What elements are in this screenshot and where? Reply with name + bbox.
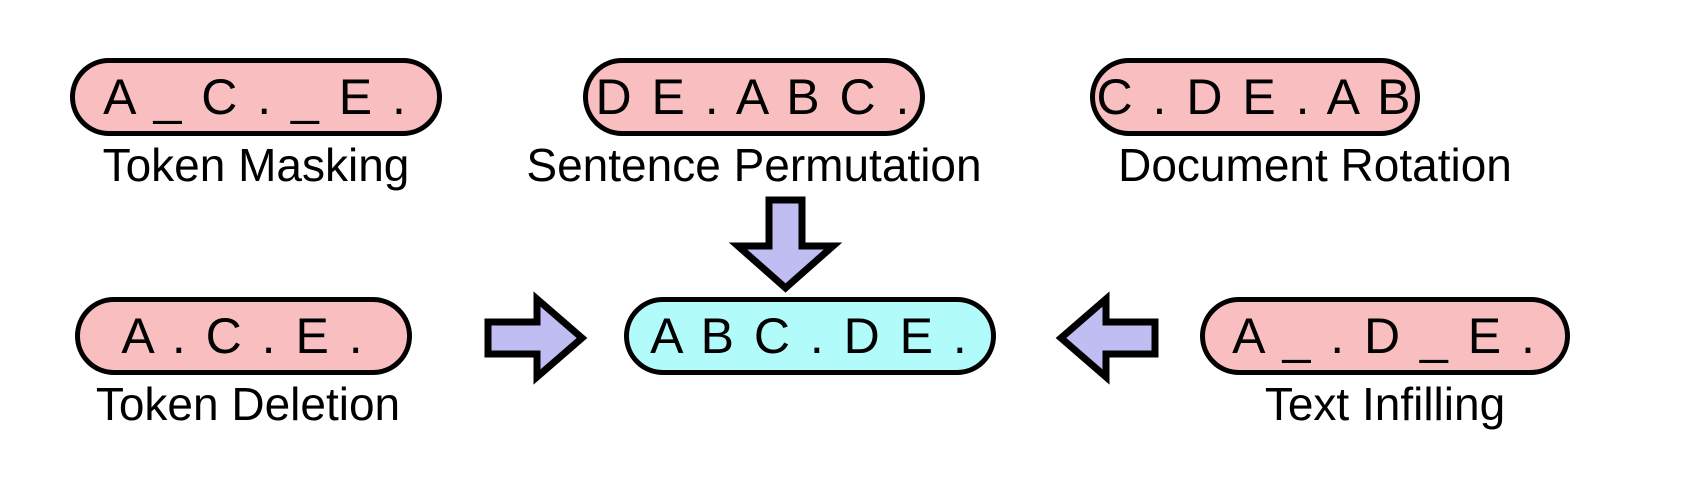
caption-token-deletion: Token Deletion — [95, 378, 401, 430]
box-token-masking: A _ C . _ E . — [70, 58, 442, 136]
caption-token-masking: Token Masking — [102, 139, 410, 191]
arrow-left-to-target — [1055, 291, 1159, 385]
box-target-output: A B C . D E . — [624, 297, 996, 375]
caption-text-infilling: Text Infilling — [1264, 378, 1506, 430]
arrow-right-to-target — [484, 291, 588, 385]
box-sentence-permutation: D E . A B C . — [583, 58, 925, 136]
caption-sentence-permutation: Sentence Permutation — [526, 139, 982, 191]
box-document-rotation: C . D E . A B — [1090, 58, 1420, 136]
box-text-infilling: A _ . D _ E . — [1200, 297, 1570, 375]
arrow-down-to-target — [728, 196, 843, 293]
box-token-deletion: A . C . E . — [75, 297, 412, 375]
caption-document-rotation: Document Rotation — [1118, 139, 1512, 191]
